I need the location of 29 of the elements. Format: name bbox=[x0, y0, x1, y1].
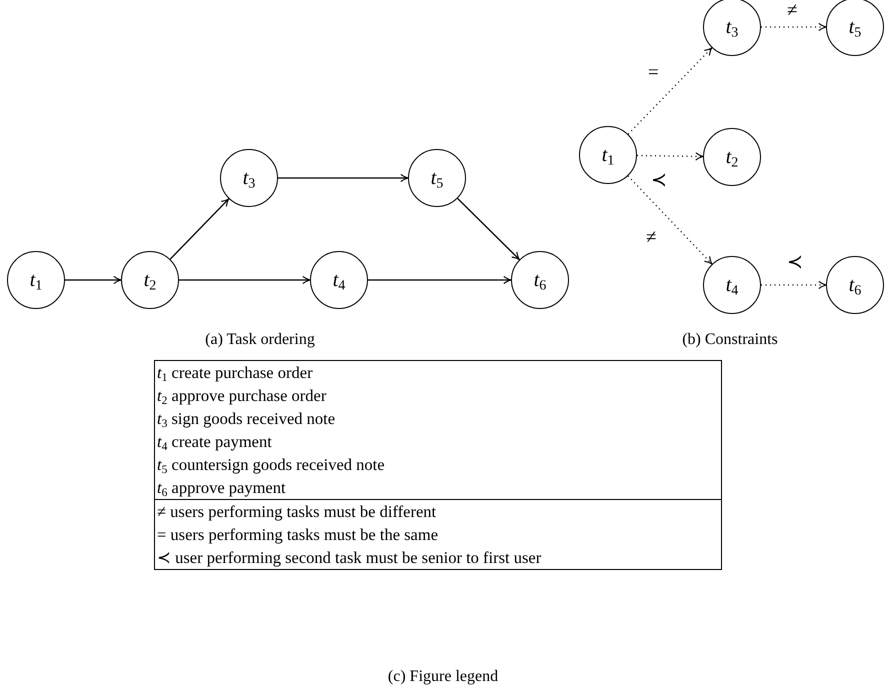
task-description: t$_{1}$ create purchase order bbox=[157, 362, 313, 384]
edge-label: ≺ bbox=[786, 253, 804, 272]
constraint-description: ≺ user performing second task must be senior to first user bbox=[157, 547, 542, 569]
task-description: t$_{5}$ countersign goods received note bbox=[157, 454, 385, 476]
task-label: t$_{6}$ bbox=[534, 268, 546, 292]
constraint-description: ≠ users performing tasks must be different bbox=[157, 501, 436, 523]
subfigure-caption: (b) Constraints bbox=[682, 331, 778, 349]
task-label: t$_{4}$ bbox=[332, 268, 346, 292]
task-description: t$_{3}$ sign goods received note bbox=[157, 408, 336, 430]
task-label: t$_{1}$ bbox=[30, 268, 42, 292]
task-label: t$_{3}$ bbox=[726, 16, 738, 38]
task-label: t$_{2}$ bbox=[144, 268, 156, 292]
subfigure-caption: (c) Figure legend bbox=[388, 668, 498, 686]
constraint-description: = users performing tasks must be the same bbox=[157, 524, 438, 546]
task-label: t$_{3}$ bbox=[242, 166, 256, 190]
edge-label: ≺ bbox=[650, 171, 668, 190]
subfigure-caption: (a) Task ordering bbox=[205, 331, 315, 349]
task-description: t$_{2}$ approve purchase order bbox=[157, 385, 326, 407]
task-label: t$_{5}$ bbox=[430, 166, 444, 190]
task-node bbox=[826, 0, 884, 56]
task-label: t$_{5}$ bbox=[848, 16, 862, 38]
task-label: t$_{2}$ bbox=[726, 146, 738, 168]
task-node bbox=[703, 0, 761, 56]
task-description: t$_{6}$ approve payment bbox=[157, 477, 286, 499]
task-node bbox=[579, 126, 637, 184]
task-description: t$_{4}$ create payment bbox=[157, 431, 272, 453]
task-label: t$_{6}$ bbox=[848, 274, 862, 296]
task-label: t$_{1}$ bbox=[602, 144, 614, 166]
task-label: t$_{4}$ bbox=[726, 274, 738, 296]
